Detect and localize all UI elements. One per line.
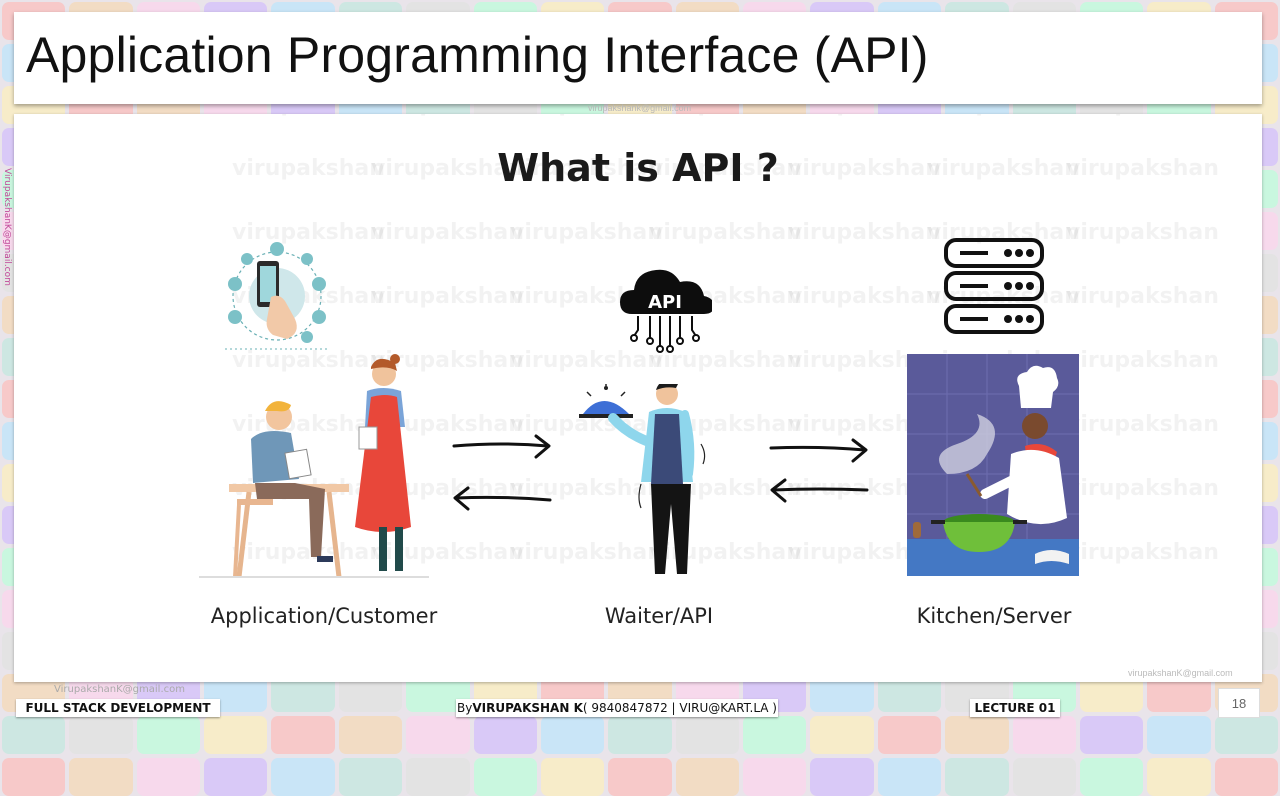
title-bar: Application Programming Interface (API)	[14, 12, 1262, 104]
server-rack-icon	[944, 238, 1044, 334]
top-email-watermark: virupakshank@gmail.com	[588, 103, 692, 113]
watermark-text: virupakshan	[1066, 284, 1219, 309]
page-number: 18	[1218, 688, 1260, 718]
api-cloud-icon: API	[620, 269, 712, 353]
author-label: By VIRUPAKSHAN K ( 9840847872 | VIRU@KAR…	[456, 699, 778, 717]
waiter-illustration	[579, 384, 706, 574]
background-tile	[406, 758, 470, 796]
background-tile	[204, 716, 268, 754]
background-tile	[271, 716, 335, 754]
background-tile	[1147, 716, 1211, 754]
watermark-text: virupakshan	[1066, 412, 1219, 437]
watermark-text: virupakshan	[1066, 220, 1219, 245]
side-email-watermark: VirupakshanK@gmail.com	[2, 168, 12, 286]
background-tile	[743, 758, 807, 796]
background-tile	[1012, 758, 1076, 796]
watermark-text: virupakshan	[788, 114, 941, 117]
kitchen-chef-illustration	[907, 354, 1079, 576]
caption-customer: Application/Customer	[210, 604, 438, 628]
background-tile	[2, 716, 66, 754]
diagram-heading: What is API ?	[497, 146, 779, 190]
background-tile	[608, 716, 672, 754]
lecture-label: LECTURE 01	[970, 699, 1060, 717]
background-tile	[540, 716, 605, 754]
arrow-right-1	[452, 434, 551, 459]
background-tile	[675, 758, 740, 796]
watermark-text: virupakshan	[232, 114, 385, 117]
watermark-text: virupakshan	[649, 114, 802, 117]
arrow-right-2	[769, 438, 868, 463]
background-tile	[2, 758, 66, 796]
watermark-text: virupakshan	[510, 114, 663, 117]
watermark-text: virupakshan	[927, 114, 1080, 117]
background-tile	[675, 716, 740, 754]
watermark-text: virupakshan	[649, 220, 802, 245]
background-tile	[945, 758, 1009, 796]
author-name: VIRUPAKSHAN K	[472, 701, 583, 715]
watermark-text: virupakshan	[788, 284, 941, 309]
footer-email: VirupakshanK@gmail.com	[54, 684, 185, 695]
watermark-text: virupakshan	[788, 220, 941, 245]
watermark-text: virupakshan	[1066, 114, 1219, 117]
caption-kitchen: Kitchen/Server	[916, 604, 1072, 628]
arrow-left-1	[453, 486, 552, 511]
author-prefix: By	[457, 701, 473, 715]
background-tile	[473, 758, 537, 796]
background-tile	[1079, 758, 1144, 796]
lecture-number: LECTURE 01	[974, 701, 1056, 715]
background-tile	[338, 716, 403, 754]
background-tile	[945, 716, 1009, 754]
course-name: FULL STACK DEVELOPMENT	[25, 701, 211, 715]
background-tile	[406, 716, 470, 754]
background-tile	[1214, 758, 1278, 796]
background-tile	[608, 758, 672, 796]
background-tile	[1214, 716, 1278, 754]
corner-email-watermark: virupakshanK@gmail.com	[1128, 668, 1233, 678]
slide-title: Application Programming Interface (API)	[26, 27, 929, 83]
background-tile	[1147, 758, 1211, 796]
background-tile	[810, 716, 874, 754]
api-cloud-label: API	[648, 292, 682, 313]
background-tile	[540, 758, 605, 796]
watermark-text: virupakshan	[371, 284, 524, 309]
background-tile	[271, 758, 335, 796]
background-tile	[136, 758, 201, 796]
watermark-text: virupakshan	[1066, 476, 1219, 501]
background-tile	[338, 758, 403, 796]
watermark-text: virupakshan	[371, 114, 524, 117]
background-tile	[877, 758, 942, 796]
course-label: FULL STACK DEVELOPMENT	[16, 699, 220, 717]
watermark-text: virupakshan	[510, 220, 663, 245]
background-tile	[743, 716, 807, 754]
author-contact: ( 9840847872 | VIRU@KART.LA )	[582, 701, 777, 715]
background-tile	[1012, 716, 1076, 754]
watermark-text: virupakshan	[371, 220, 524, 245]
mobile-app-icon	[225, 242, 329, 350]
background-tile	[136, 716, 201, 754]
customer-waitress-illustration	[199, 354, 429, 578]
arrow-left-2	[770, 478, 869, 503]
background-tile	[69, 716, 133, 754]
background-tile	[204, 758, 268, 796]
background-tile	[473, 716, 537, 754]
watermark-text: virupakshan	[1066, 540, 1219, 565]
background-tile	[877, 716, 942, 754]
background-tile	[1079, 716, 1144, 754]
background-tile	[69, 758, 133, 796]
caption-waiter: Waiter/API	[604, 604, 714, 628]
background-tile	[810, 758, 874, 796]
watermark-text: virupakshan	[1066, 348, 1219, 373]
